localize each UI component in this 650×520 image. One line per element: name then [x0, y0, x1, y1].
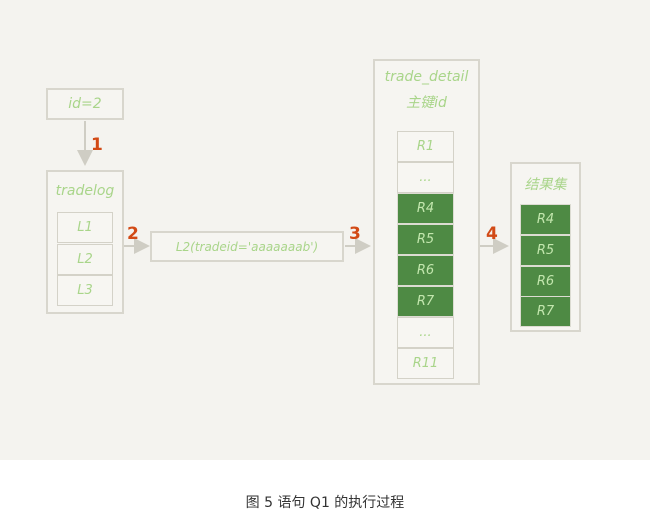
trade-detail-row: R4	[397, 193, 454, 224]
result-row: R6	[520, 266, 571, 297]
tradelog-row: L3	[57, 275, 113, 306]
trade-detail-subtitle: 主键id	[406, 95, 447, 111]
trade-detail-row: R6	[397, 255, 454, 286]
query-label: id=2	[68, 96, 102, 112]
index-lookup-label: L2(tradeid='aaaaaaab')	[175, 240, 319, 254]
result-row: R7	[520, 296, 571, 327]
query-box	[46, 88, 124, 120]
arrow-layer	[77, 121, 509, 254]
trade-detail-row: R11	[397, 348, 454, 379]
step-4: 4	[486, 224, 498, 244]
tradelog-row: L1	[57, 212, 113, 243]
trade-detail-row: R1	[397, 131, 454, 162]
diagram-canvas: id=2 1 tradelog L1 L2 L3 2 L2(tradeid='a…	[0, 0, 650, 460]
step-2: 2	[127, 224, 139, 244]
trade-detail-title: trade_detail	[384, 69, 469, 85]
result-set-title: 结果集	[524, 177, 567, 193]
index-lookup-box	[150, 231, 344, 262]
figure-caption: 图 5 语句 Q1 的执行过程	[245, 495, 405, 511]
tradelog-title: tradelog	[55, 183, 115, 199]
trade-detail-row: R7	[397, 286, 454, 317]
trade-detail-row: ...	[397, 317, 454, 348]
step-3: 3	[349, 224, 361, 244]
tradelog-row: L2	[57, 244, 113, 275]
result-row: R5	[520, 235, 571, 266]
step-1: 1	[91, 135, 103, 155]
trade-detail-row: R5	[397, 224, 454, 255]
trade-detail-row: ...	[397, 162, 454, 193]
result-row: R4	[520, 204, 571, 235]
